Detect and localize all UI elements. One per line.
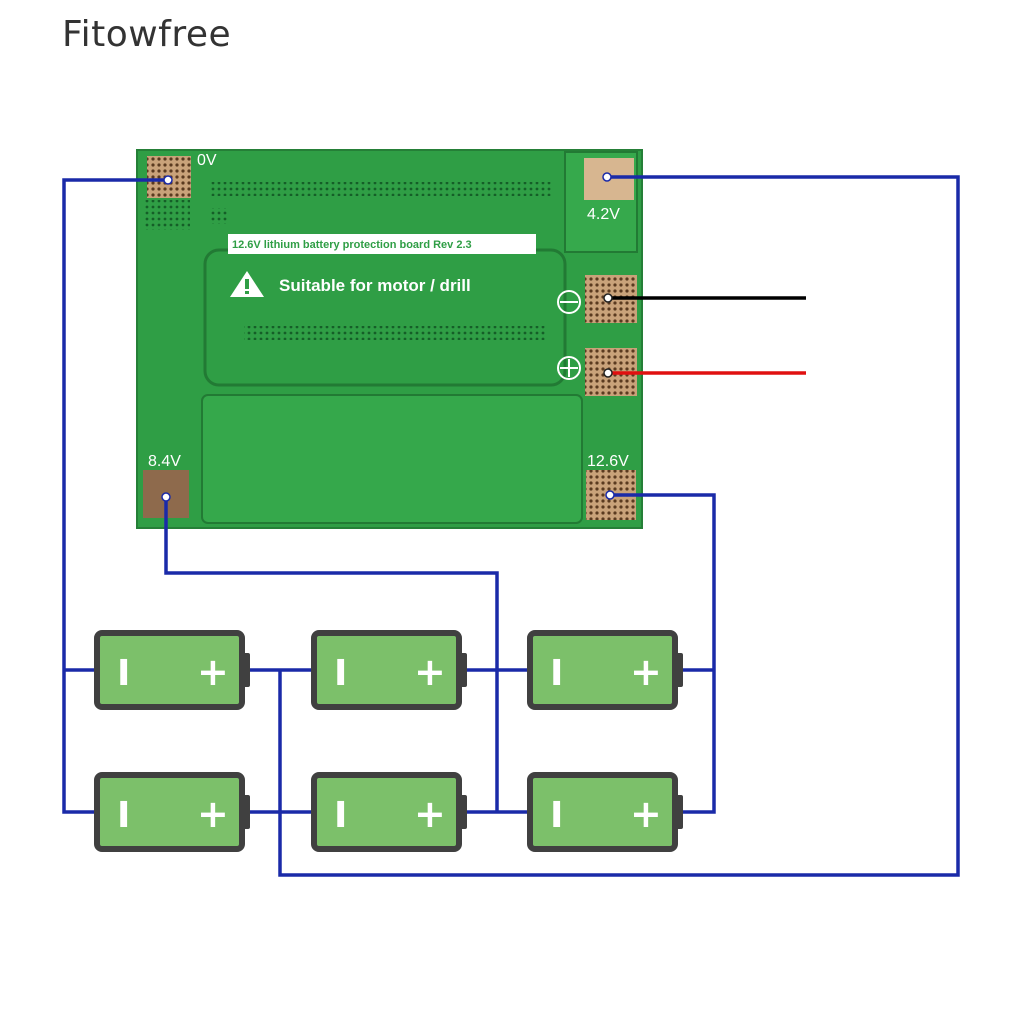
protection-board: 12.6V lithium battery protection board R…: [136, 149, 643, 529]
battery-plus-label: +: [630, 792, 662, 836]
board-title: 12.6V lithium battery protection board R…: [232, 239, 472, 251]
board-warning-text: Suitable for motor / drill: [279, 276, 471, 295]
battery-cell-1: I+: [94, 630, 250, 710]
pad-label-0v: 0V: [197, 152, 217, 169]
battery-pack: I+I+I+I+I+I+: [94, 630, 683, 852]
battery-plus-label: +: [630, 650, 662, 694]
pad-label-12-6v: 12.6V: [587, 453, 629, 470]
battery-minus-label: I: [117, 795, 130, 836]
battery-cell-5: I+: [311, 772, 467, 852]
battery-plus-label: +: [414, 792, 446, 836]
battery-minus-label: I: [117, 653, 130, 694]
pad-label-8-4v: 8.4V: [148, 453, 181, 470]
battery-minus-label: I: [334, 653, 347, 694]
minus-terminal-icon: [557, 290, 581, 314]
battery-minus-label: I: [550, 795, 563, 836]
brand-logo-text: Fitowfree: [62, 14, 232, 55]
battery-plus-label: +: [197, 792, 229, 836]
battery-plus-label: +: [414, 650, 446, 694]
battery-minus-label: I: [550, 653, 563, 694]
battery-cell-3: I+: [527, 630, 683, 710]
battery-cell-6: I+: [527, 772, 683, 852]
battery-cell-4: I+: [94, 772, 250, 852]
pad-label-4-2v: 4.2V: [587, 206, 620, 223]
warning-icon: [230, 271, 264, 297]
battery-minus-label: I: [334, 795, 347, 836]
battery-cell-2: I+: [311, 630, 467, 710]
battery-plus-label: +: [197, 650, 229, 694]
plus-terminal-icon: [557, 356, 581, 380]
blue-wiring: [62, 175, 960, 877]
